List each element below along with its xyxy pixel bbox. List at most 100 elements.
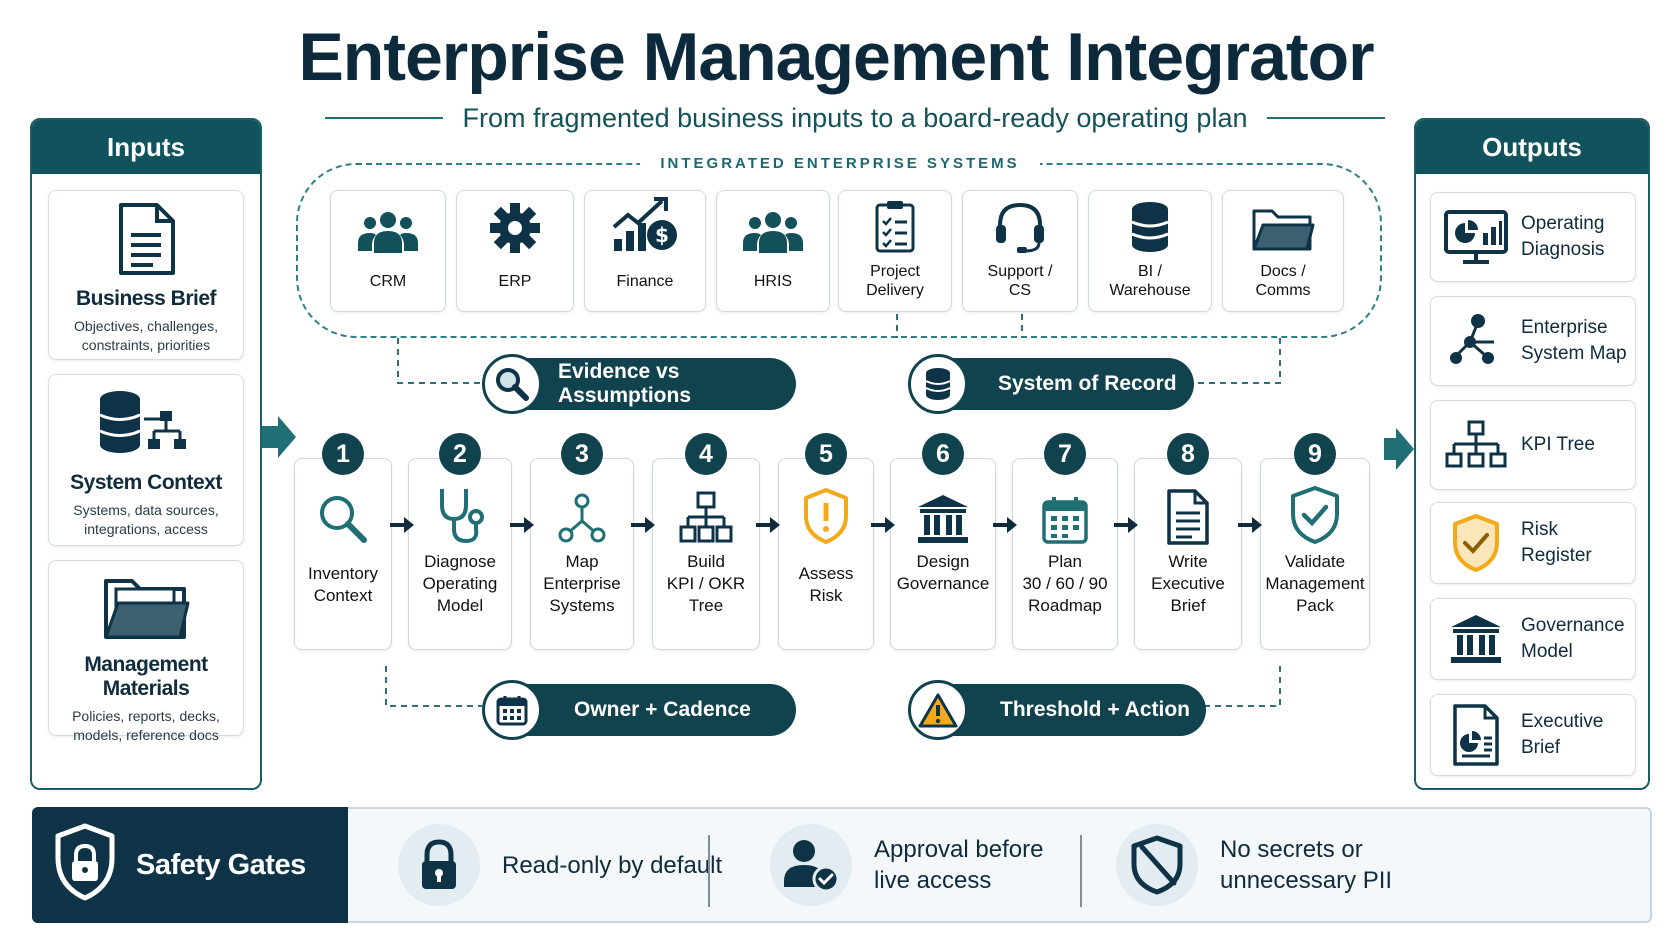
magnifier-icon xyxy=(295,459,391,551)
gate-approval: Approval before live access xyxy=(770,819,1043,911)
safety-gates-header: Safety Gates xyxy=(32,807,348,923)
input-name: Business Brief xyxy=(75,287,217,310)
input-desc: Policies, reports, decks, models, refere… xyxy=(72,708,220,743)
output-label: Operating Diagnosis xyxy=(1521,213,1605,260)
database-icon xyxy=(1089,191,1211,259)
system-erp: ERP xyxy=(456,190,574,312)
step-label: Map Enterprise Systems xyxy=(543,552,621,615)
step-number: 2 xyxy=(439,433,481,475)
dashboard-icon xyxy=(1431,209,1521,265)
headset-icon xyxy=(963,191,1077,259)
step-8: 8 Write Executive Brief xyxy=(1134,433,1242,650)
gate-label: Approval before live access xyxy=(874,836,1044,894)
report-icon xyxy=(1431,704,1521,766)
step-4: 4 Build KPI / OKR Tree xyxy=(652,433,760,650)
input-management-materials: Management Materials Policies, reports, … xyxy=(48,560,244,743)
gear-icon xyxy=(457,191,573,259)
output-kpi-tree: KPI Tree xyxy=(1430,400,1636,490)
system-label: Support / CS xyxy=(987,263,1053,299)
step-6: 6 Design Governance xyxy=(890,433,996,650)
output-label: Governance Model xyxy=(1521,615,1625,662)
system-project-delivery: Project Delivery xyxy=(838,190,952,312)
step-3: 3 Map Enterprise Systems xyxy=(530,433,634,650)
system-label: CRM xyxy=(369,272,407,290)
shield-slash-icon xyxy=(1116,824,1198,906)
step-number: 3 xyxy=(561,433,603,475)
hierarchy-icon xyxy=(653,459,759,551)
finance-chart-icon: $ xyxy=(585,191,705,259)
step-number: 4 xyxy=(685,433,727,475)
pill-label: Owner + Cadence xyxy=(574,698,751,721)
subtitle-row: From fragmented business inputs to a boa… xyxy=(325,100,1386,136)
step-arrow xyxy=(1114,517,1138,533)
database-icon xyxy=(908,354,968,414)
system-label: Finance xyxy=(616,272,674,290)
hierarchy-icon xyxy=(1431,420,1521,470)
pill-label: System of Record xyxy=(998,372,1177,395)
output-label: Enterprise System Map xyxy=(1521,317,1627,364)
system-finance: $ Finance xyxy=(584,190,706,312)
step-label: Inventory Context xyxy=(308,564,378,605)
padlock-shield-icon xyxy=(54,823,116,908)
folder-icon xyxy=(49,561,243,649)
bank-icon xyxy=(1431,613,1521,665)
system-label: HRIS xyxy=(753,272,793,290)
clipboard-icon xyxy=(839,191,951,259)
input-flow-arrow xyxy=(262,416,296,458)
system-label: ERP xyxy=(498,272,532,290)
input-name: Management Materials xyxy=(84,653,208,700)
step-number: 5 xyxy=(805,433,847,475)
check-shield-icon xyxy=(1261,459,1369,551)
calendar-icon xyxy=(1013,459,1117,551)
system-label: Docs / Comms xyxy=(1255,263,1311,299)
gate-label: No secrets or unnecessary PII xyxy=(1220,836,1393,894)
network-icon xyxy=(531,459,633,551)
step-label: Write Executive Brief xyxy=(1151,552,1225,615)
outputs-panel: Outputs Operating Diagnosis Enterprise S… xyxy=(1414,118,1650,790)
step-label: Diagnose Operating Model xyxy=(422,552,498,615)
safety-gates-bar: Safety Gates Read-only by default Approv… xyxy=(32,807,1652,923)
subtitle-rule-right xyxy=(1267,117,1386,119)
check-shield-icon xyxy=(1431,513,1521,573)
step-number: 7 xyxy=(1044,433,1086,475)
step-arrow xyxy=(631,517,655,533)
input-business-brief: Business Brief Objectives, challenges, c… xyxy=(48,190,244,360)
step-arrow xyxy=(390,517,414,533)
padlock-icon xyxy=(398,824,480,906)
document-icon xyxy=(1135,459,1241,551)
bank-icon xyxy=(891,459,995,551)
output-risk-register: Risk Register xyxy=(1430,502,1636,584)
gate-read-only: Read-only by default xyxy=(398,819,722,911)
step-label: Validate Management Pack xyxy=(1265,552,1365,615)
step-label: Build KPI / OKR Tree xyxy=(666,552,746,615)
output-flow-arrow xyxy=(1384,428,1414,470)
step-arrow xyxy=(1238,517,1262,533)
threshold-action-pill: Threshold + Action xyxy=(908,680,1206,740)
inputs-heading: Inputs xyxy=(32,120,260,174)
system-of-record-pill: System of Record xyxy=(908,354,1194,414)
page-title: Enterprise Management Integrator xyxy=(298,19,1374,95)
network-icon xyxy=(1431,312,1521,370)
step-1: 1 Inventory Context xyxy=(294,433,392,650)
system-support-cs: Support / CS xyxy=(962,190,1078,312)
step-arrow xyxy=(510,517,534,533)
outputs-heading: Outputs xyxy=(1416,120,1648,174)
input-system-context: System Context Systems, data sources, in… xyxy=(48,374,244,546)
system-hris: HRIS xyxy=(716,190,830,312)
output-label: KPI Tree xyxy=(1521,434,1595,455)
output-executive-brief: Executive Brief xyxy=(1430,694,1636,776)
step-9: 9 Validate Management Pack xyxy=(1260,433,1370,650)
warning-shield-icon xyxy=(779,459,873,551)
system-bi-warehouse: BI / Warehouse xyxy=(1088,190,1212,312)
database-network-icon xyxy=(49,375,243,467)
gate-divider xyxy=(708,835,710,907)
integrated-systems-label: INTEGRATED ENTERPRISE SYSTEMS xyxy=(640,155,1040,172)
magnifier-icon xyxy=(482,354,542,414)
subtitle-rule-left xyxy=(325,117,443,119)
output-operating-diagnosis: Operating Diagnosis xyxy=(1430,192,1636,282)
step-label: Assess Risk xyxy=(798,564,854,605)
step-7: 7 Plan 30 / 60 / 90 Roadmap xyxy=(1012,433,1118,650)
evidence-vs-assumptions-pill: Evidence vs Assumptions xyxy=(482,354,796,414)
step-number: 8 xyxy=(1167,433,1209,475)
